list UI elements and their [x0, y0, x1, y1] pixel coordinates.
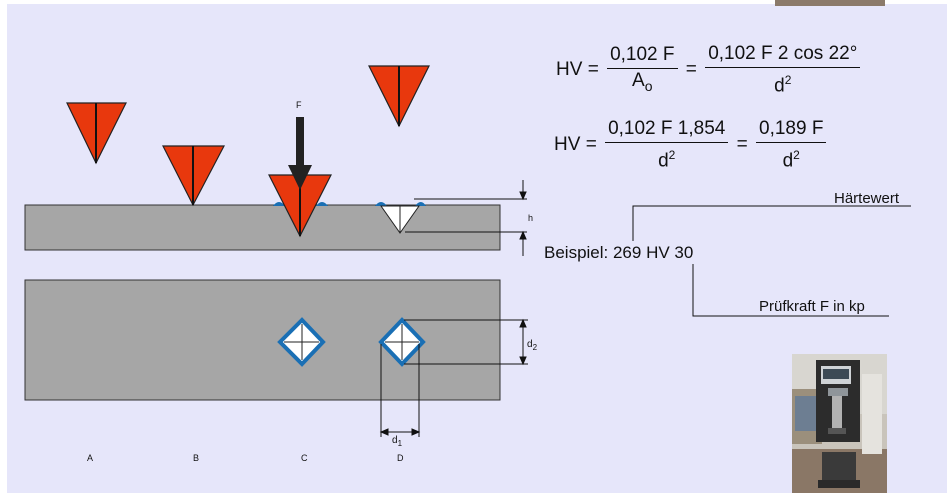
- d1-label: d1: [392, 435, 403, 448]
- formula2-eq2: =: [736, 134, 748, 156]
- specimen-side-view: [24, 204, 501, 251]
- formula2-frac2-den: d2: [782, 148, 800, 172]
- formula2-lhs: HV: [554, 134, 581, 156]
- force-arrow: [288, 117, 312, 190]
- formula1-frac1: 0,102 F Ao: [607, 44, 678, 96]
- label-pruefkraft: Prüfkraft F in kp: [759, 298, 865, 315]
- formula1-lhs: HV: [556, 59, 583, 81]
- imprint-top-c: [277, 317, 326, 367]
- example-leaders: [632, 205, 911, 317]
- formula2-eq1: =: [585, 134, 597, 156]
- stage-label-c: C: [301, 453, 308, 463]
- formula2-frac2-num: 0,189 F: [756, 119, 827, 143]
- indenter-b: [162, 145, 225, 207]
- formula2-frac2: 0,189 F d2: [756, 119, 827, 172]
- d2-dimension: [404, 318, 528, 366]
- imprint-top-d: [378, 317, 426, 367]
- force-label: F: [296, 100, 302, 110]
- label-haertewert: Härtewert: [834, 190, 900, 207]
- photo-fragment: [775, 0, 885, 6]
- stage-label-a: A: [87, 453, 93, 463]
- formula-hv-1: HV = 0,102 F Ao = 0,102 F 2 cos 22° d2: [556, 44, 863, 96]
- specimen-top-view: [24, 279, 501, 401]
- imprint-side-d: [375, 202, 426, 234]
- depth-dimension: [405, 180, 527, 256]
- example-text: Beispiel: 269 HV 30: [544, 243, 694, 262]
- formula2-frac1-num: 0,102 F 1,854: [605, 119, 729, 143]
- depth-label: h: [528, 213, 533, 223]
- indenter-d: [368, 65, 430, 128]
- formula1-frac2: 0,102 F 2 cos 22° d2: [705, 44, 861, 97]
- formula1-frac1-num: 0,102 F: [607, 44, 678, 69]
- stage-label-d: D: [397, 453, 404, 463]
- formula1-eq2: =: [685, 59, 697, 81]
- formula-hv-2: HV = 0,102 F 1,854 d2 = 0,189 F d2: [554, 119, 829, 171]
- formula2-frac1-den: d2: [658, 148, 676, 172]
- formula2-frac1: 0,102 F 1,854 d2: [605, 119, 729, 172]
- d1-dimension: [379, 344, 421, 437]
- formula1-frac1-den: Ao: [632, 69, 653, 94]
- formula1-frac2-den: d2: [774, 73, 792, 97]
- formula1-frac2-num: 0,102 F 2 cos 22°: [705, 44, 861, 68]
- indenter-a: [66, 102, 127, 165]
- d2-label: d2: [527, 339, 538, 352]
- formula1-eq1: =: [587, 59, 599, 81]
- hardness-tester-photo: [792, 354, 887, 493]
- stage-label-b: B: [193, 453, 199, 463]
